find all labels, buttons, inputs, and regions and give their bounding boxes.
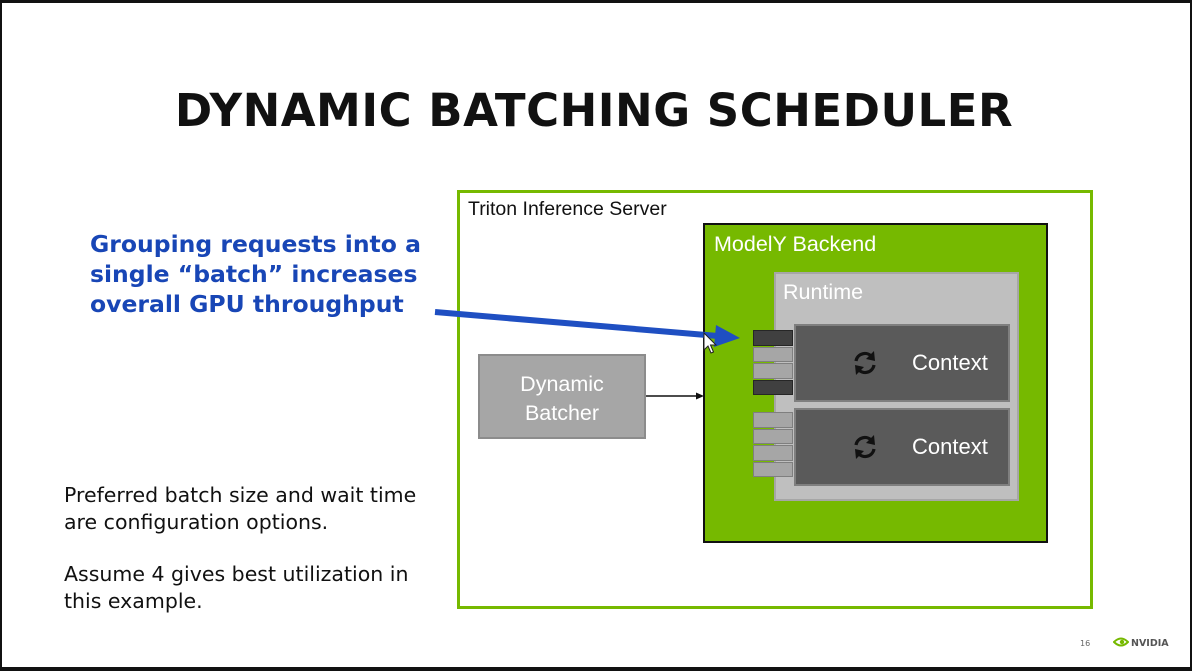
- queue-slot-empty: [753, 363, 793, 379]
- inference-server-label: Triton Inference Server: [468, 198, 667, 220]
- nvidia-logo-text: NVIDIA: [1131, 638, 1169, 649]
- queue-slot-empty: [753, 346, 793, 362]
- inference-server-box: [457, 190, 1093, 609]
- dynamic-batcher-box: [478, 354, 646, 439]
- dynamic-batcher-label: Dynamic Batcher: [478, 370, 646, 428]
- queue-slot-empty: [753, 412, 793, 428]
- note-utilization: Assume 4 gives best utilization in this …: [64, 562, 409, 613]
- sync-icon: [854, 351, 876, 375]
- batcher-to-backend-arrow: [646, 392, 704, 400]
- request-queue-1: [753, 330, 793, 396]
- mouse-cursor-icon: [703, 331, 718, 354]
- queue-slot-empty: [753, 428, 793, 444]
- context-box-1: [794, 324, 1010, 402]
- page-number: 16: [1080, 639, 1091, 648]
- dynamic-batcher-label-line2: Batcher: [524, 401, 600, 425]
- queue-slot-empty: [753, 461, 793, 477]
- dynamic-batcher-label-line1: Dynamic: [520, 372, 604, 396]
- context-label: Context: [912, 434, 988, 459]
- callout-arrow: [434, 309, 740, 347]
- model-backend-label: ModelY Backend: [714, 232, 877, 256]
- queue-slot-filled: [753, 330, 793, 346]
- runtime-label: Runtime: [783, 280, 864, 304]
- queue-slot-filled: [753, 379, 793, 395]
- slide-title: DYNAMIC BATCHING SCHEDULER: [174, 84, 1014, 137]
- context-box-2: [794, 408, 1010, 486]
- request-queue-2: [753, 412, 793, 478]
- note-configuration: Preferred batch size and wait time are c…: [64, 483, 417, 534]
- nvidia-eye-icon: [1113, 637, 1129, 647]
- context-label: Context: [912, 350, 988, 375]
- queue-slot-empty: [753, 445, 793, 461]
- callout-text: Grouping requests into a single “batch” …: [90, 230, 421, 318]
- sync-icon: [854, 435, 876, 459]
